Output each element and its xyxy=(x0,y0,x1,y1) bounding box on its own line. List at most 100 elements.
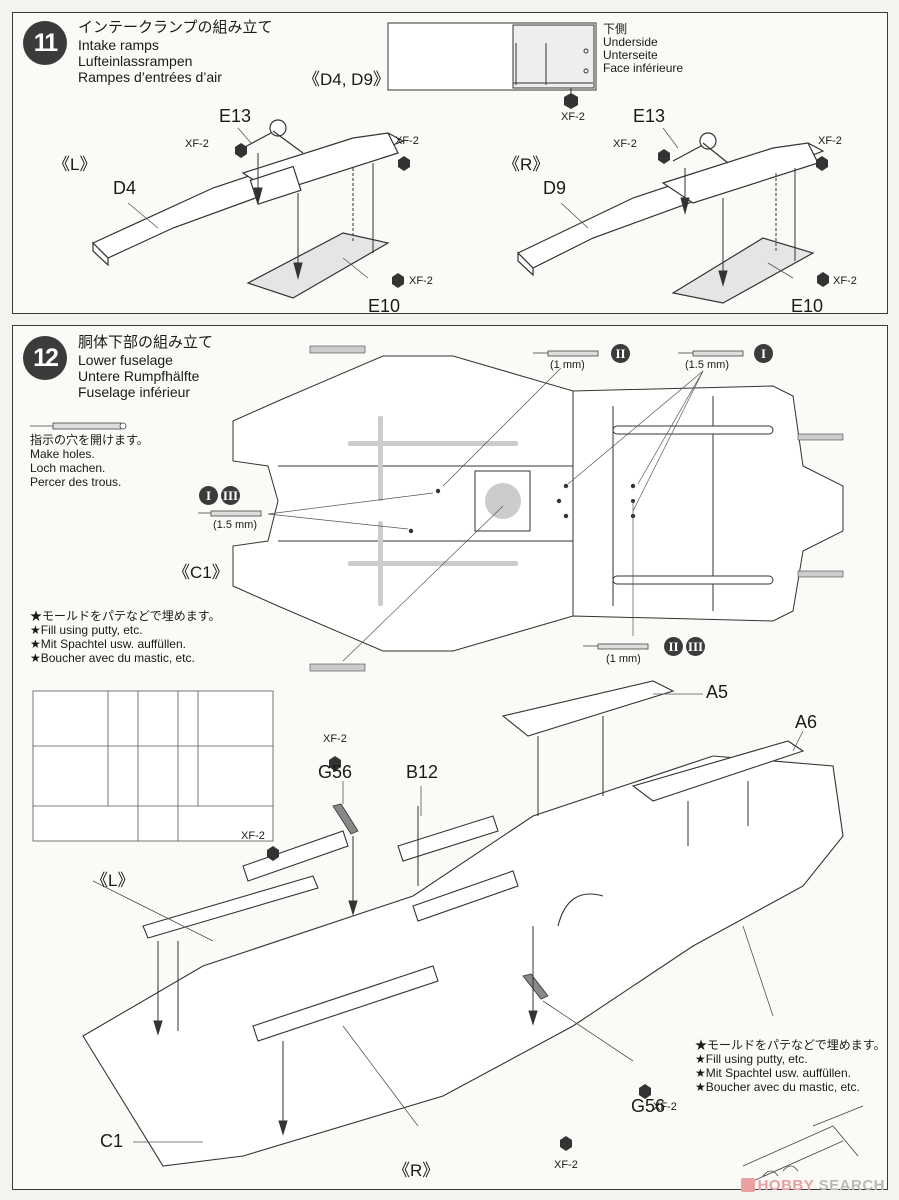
right-side-label: 《R》 xyxy=(393,1161,440,1180)
paint-code: XF-2 xyxy=(818,135,842,147)
drill-note-jp: 指示の穴を開けます。 xyxy=(30,433,149,447)
lower-fuselage-assembly xyxy=(82,680,844,1167)
lower-fuselage-diagram xyxy=(30,345,864,1182)
part-label-a6: A6 xyxy=(795,712,818,732)
paint-code: XF-2 xyxy=(653,1101,677,1113)
nozzle-detail-inset xyxy=(32,690,274,842)
underside-caption: 下側 Underside Unterseite Face inférieure xyxy=(603,23,683,75)
drill-holes xyxy=(408,483,636,534)
drill-note-de: Loch machen. xyxy=(30,461,106,475)
version-badges: II xyxy=(608,344,630,363)
version-badges: II III xyxy=(661,637,705,656)
drill-size: (1 mm) xyxy=(550,359,585,371)
paint-code: XF-2 xyxy=(833,275,857,287)
part-label-e10-left: E10 xyxy=(368,296,401,316)
drill-size: (1.5 mm) xyxy=(213,519,257,531)
putty-note-fr: ★Boucher avec du mastic, etc. xyxy=(695,1080,860,1094)
part-label-c1-plan: 《C1》 xyxy=(173,563,229,582)
left-side-label: 《L》 xyxy=(91,871,135,890)
putty-note-de: ★Mit Spachtel usw. auffüllen. xyxy=(30,637,186,651)
leader-lines xyxy=(127,127,794,279)
paint-code: XF-2 xyxy=(185,138,209,150)
version-badge: II xyxy=(611,344,630,363)
paint-code: XF-2 xyxy=(395,135,419,147)
version-badges: I xyxy=(751,344,773,363)
left-ramp-e10 xyxy=(246,232,390,299)
putty-note-left: ★モールドをパテなどで埋めます。 ★Fill using putty, etc.… xyxy=(30,609,221,665)
title-fr: Fuselage inférieur xyxy=(78,384,191,400)
title-fr: Rampes d’entrées d’air xyxy=(78,69,222,85)
part-label-c1: C1 xyxy=(100,1131,124,1151)
left-assembly-arrows xyxy=(253,153,374,280)
step-title: 胴体下部の組み立て Lower fuselage Untere Rumpfhäl… xyxy=(78,334,213,400)
putty-note-right: ★モールドをパテなどで埋めます。 ★Fill using putty, etc.… xyxy=(695,1038,886,1094)
putty-note-jp: ★モールドをパテなどで埋めます。 xyxy=(695,1038,886,1052)
underside-fr: Face inférieure xyxy=(603,61,684,75)
assembly-leader-lines xyxy=(92,693,804,1143)
title-jp: 胴体下部の組み立て xyxy=(78,334,214,351)
part-label-e10-right: E10 xyxy=(791,296,824,316)
paint-code: XF-2 xyxy=(613,138,637,150)
part-label-a5: A5 xyxy=(706,682,729,702)
assembly-arrows xyxy=(153,716,749,1136)
version-badge: I xyxy=(199,486,218,505)
part-label-e13-right: E13 xyxy=(633,106,666,126)
part-label-d9: D9 xyxy=(543,178,567,198)
title-jp: インテークランプの組み立て xyxy=(78,19,273,36)
right-assembly-arrows xyxy=(680,168,796,287)
step-number-badge: 11 xyxy=(23,21,67,65)
drill-size: (1 mm) xyxy=(606,653,641,665)
drill-size: (1.5 mm) xyxy=(685,359,729,371)
title-en: Lower fuselage xyxy=(78,352,173,368)
version-badge: III xyxy=(221,486,240,505)
underside-view xyxy=(387,22,597,91)
step-number-badge: 12 xyxy=(23,336,67,380)
right-side-label: 《R》 xyxy=(503,155,550,174)
step-12-panel: 12 胴体下部の組み立て Lower fuselage Untere Rumpf… xyxy=(12,325,888,1190)
version-badges: I III xyxy=(196,486,240,505)
putty-note-de: ★Mit Spachtel usw. auffüllen. xyxy=(695,1066,851,1080)
assembly-paint-dots xyxy=(267,756,651,1151)
part-label-d4: D4 xyxy=(113,178,137,198)
left-paint-dots xyxy=(235,143,410,288)
watermark-brand-a: HOBBY xyxy=(757,1177,814,1194)
c1-fuselage-plan xyxy=(232,355,844,652)
watermark: HOBBY SEARCH xyxy=(740,1177,885,1194)
watermark-logo-icon xyxy=(740,1178,755,1192)
right-e13 xyxy=(672,132,729,164)
paint-code: XF-2 xyxy=(409,275,433,287)
g56-parts xyxy=(332,803,549,1000)
putty-note-en: ★Fill using putty, etc. xyxy=(695,1052,808,1066)
drill-note-fr: Percer des trous. xyxy=(30,475,122,489)
drill-leader-lines xyxy=(267,367,704,662)
paint-code: XF-2 xyxy=(554,1159,578,1171)
paint-dot-underside xyxy=(564,88,578,109)
left-ramp-d4 xyxy=(91,132,405,267)
title-de: Untere Rumpfhälfte xyxy=(78,368,200,384)
part-label-g56-top: G56 xyxy=(318,762,353,782)
drill-icon xyxy=(30,422,127,430)
drill-note-en: Make holes. xyxy=(30,447,95,461)
step-title: インテークランプの組み立て Intake ramps Lufteinlassra… xyxy=(78,19,273,85)
title-de: Lufteinlassrampen xyxy=(78,53,193,69)
version-badge: II xyxy=(664,637,683,656)
putty-note-jp: ★モールドをパテなどで埋めます。 xyxy=(30,609,221,623)
fill-detail-inset xyxy=(742,1105,864,1182)
putty-note-fr: ★Boucher avec du mastic, etc. xyxy=(30,651,195,665)
underside-en: Underside xyxy=(603,35,658,49)
sprue-marks xyxy=(348,416,521,606)
underside-jp: 下側 xyxy=(603,22,628,36)
parts-label: 《D4, D9》 xyxy=(303,70,390,89)
left-side-label: 《L》 xyxy=(53,155,97,174)
part-label-e13-left: E13 xyxy=(219,106,252,126)
paint-code: XF-2 xyxy=(241,830,265,842)
title-en: Intake ramps xyxy=(78,37,159,53)
left-e13 xyxy=(242,119,304,154)
putty-note-en: ★Fill using putty, etc. xyxy=(30,623,143,637)
intake-ramp-diagram xyxy=(91,22,829,304)
step-11-panel: 11 インテークランプの組み立て Intake ramps Lufteinlas… xyxy=(12,12,888,316)
drill-note: 指示の穴を開けます。 Make holes. Loch machen. Perc… xyxy=(30,433,149,489)
paint-code: XF-2 xyxy=(323,733,347,745)
version-badge: III xyxy=(686,637,705,656)
paint-code-underside: XF-2 xyxy=(561,111,585,123)
